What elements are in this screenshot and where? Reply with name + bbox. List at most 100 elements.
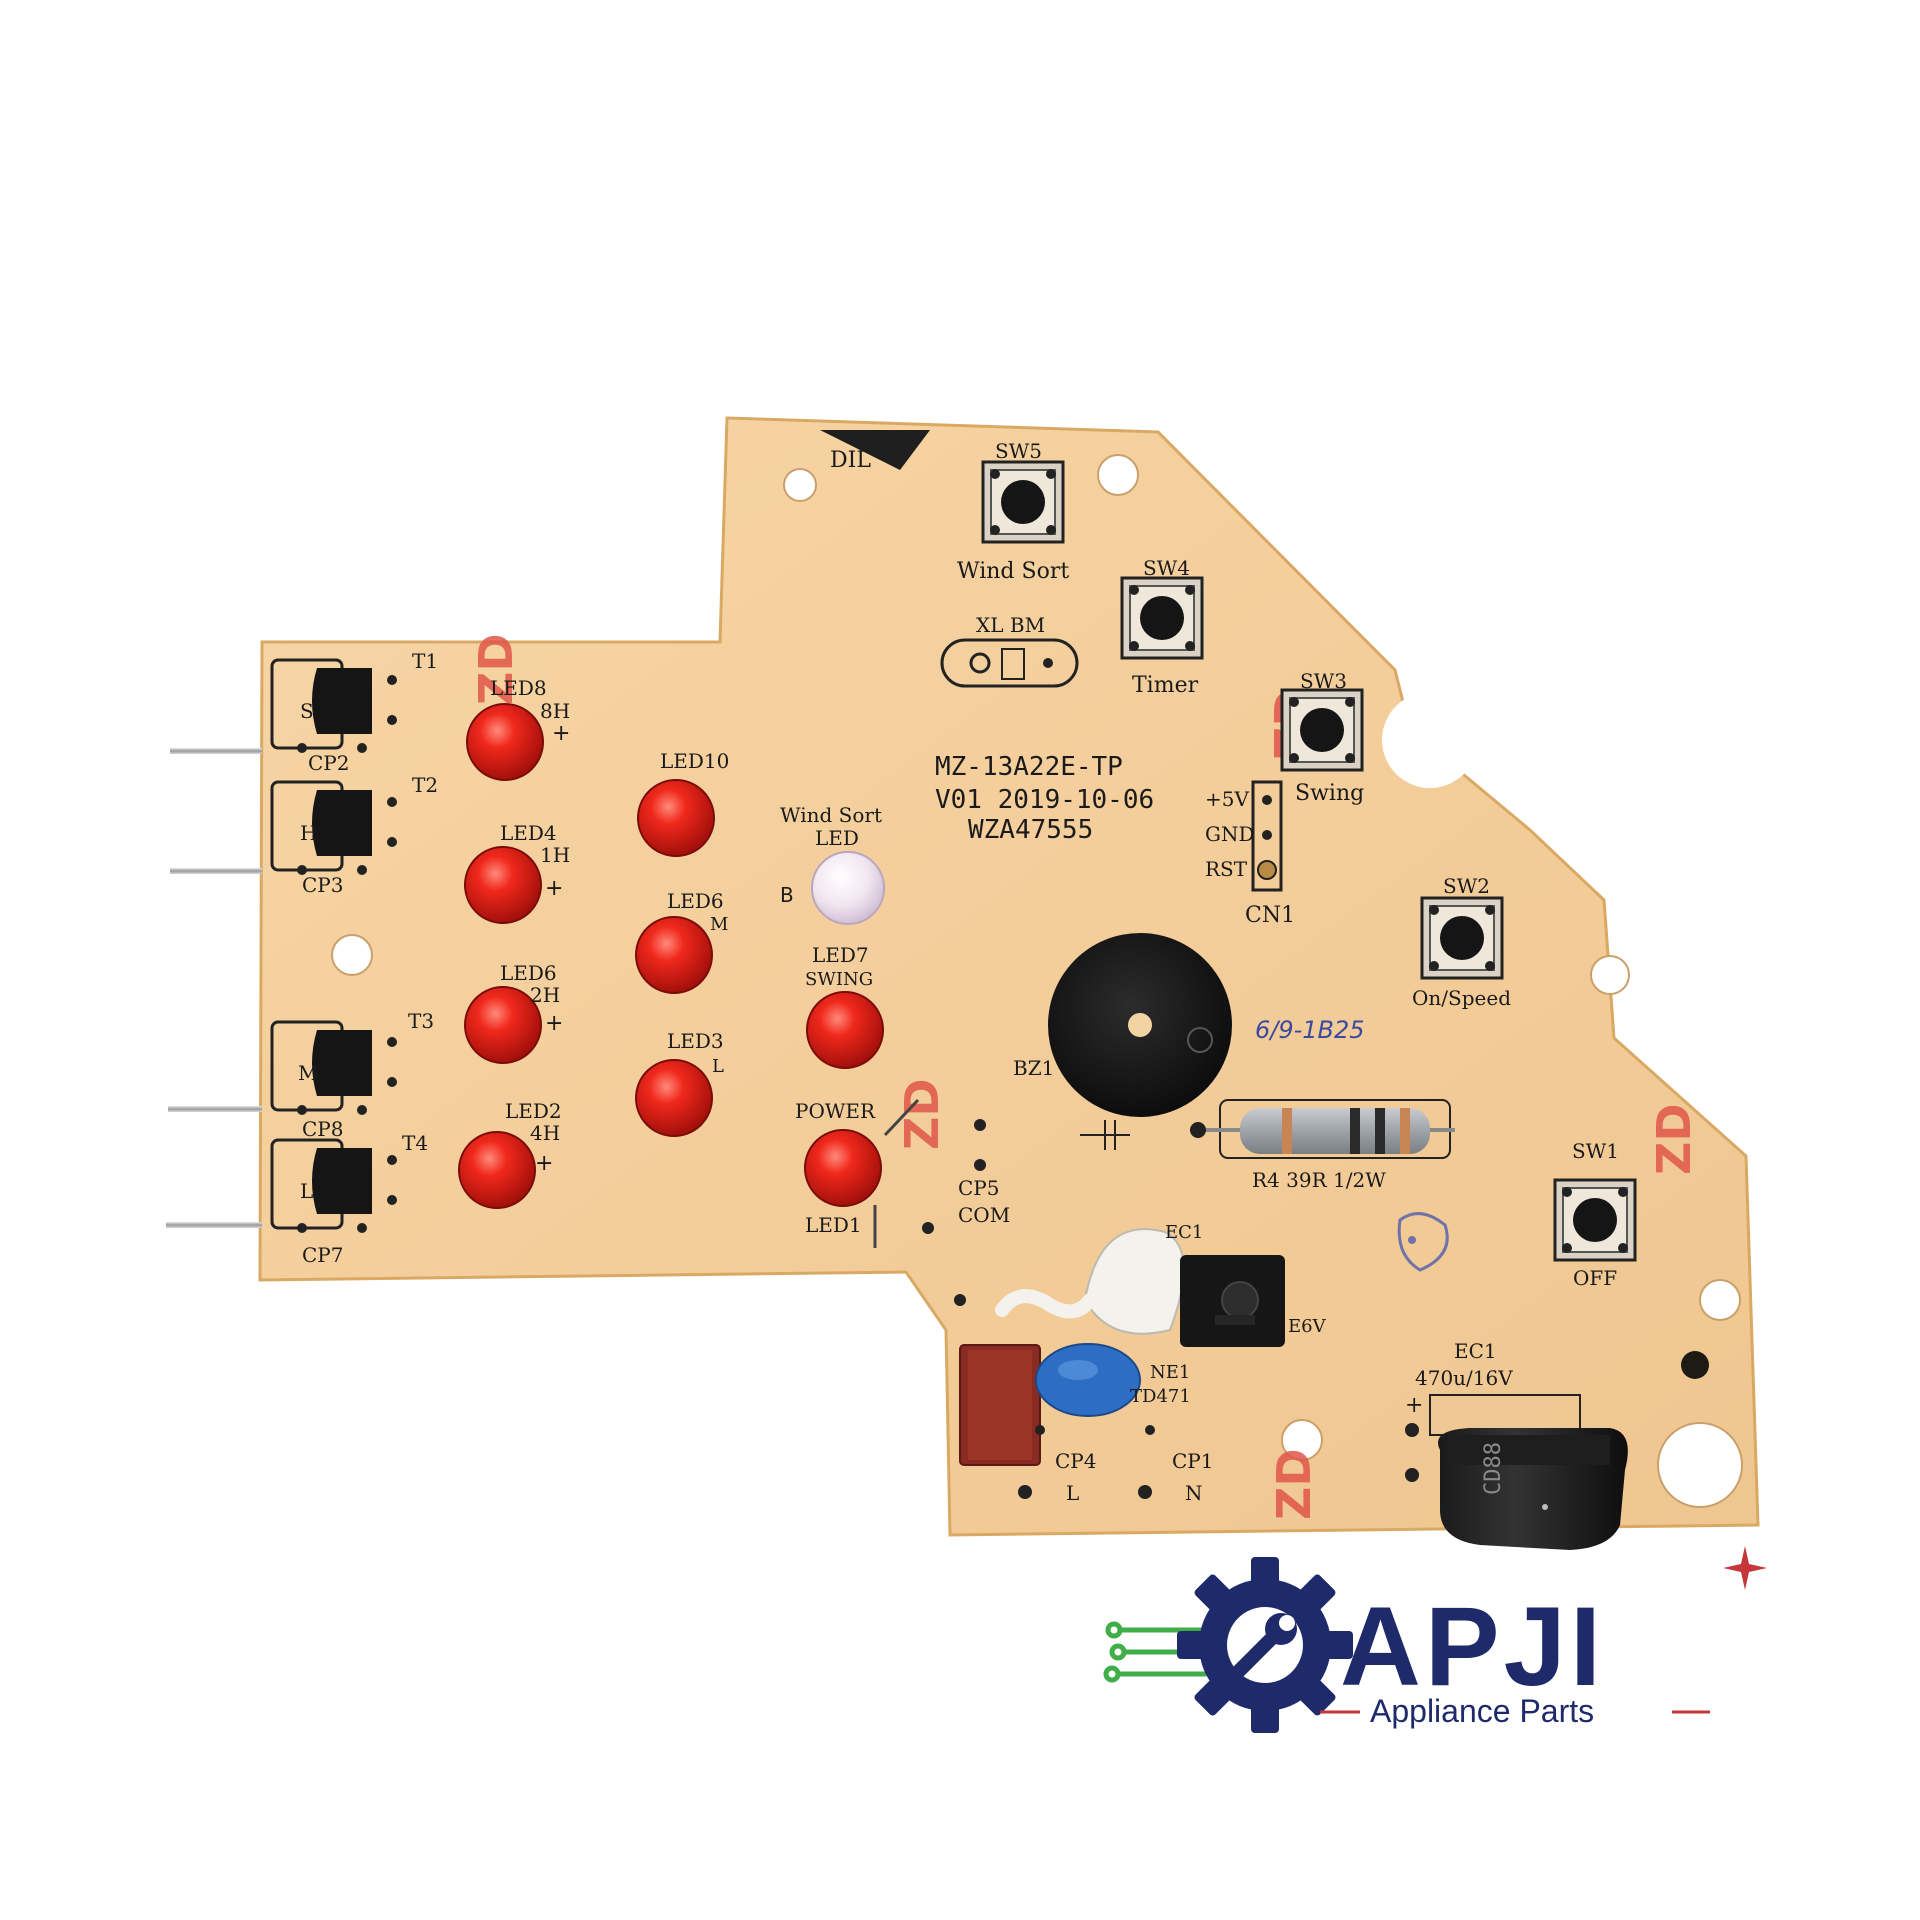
svg-text:OFF: OFF	[1573, 1266, 1617, 1290]
svg-text:470u/16V: 470u/16V	[1415, 1366, 1513, 1390]
triac-t1: S	[270, 658, 397, 753]
switch-wind-sort[interactable]	[981, 460, 1065, 544]
svg-text:SW3: SW3	[1300, 669, 1347, 693]
led-labels: LED8 8H LED4 1H LED6 2H LED2 4H LED10 LE…	[490, 676, 882, 1237]
red-leds	[458, 703, 884, 1209]
jumper-xl-bm: XL BM	[940, 613, 1079, 688]
svg-text:+: +	[535, 1151, 553, 1176]
svg-text:+: +	[545, 1011, 563, 1036]
svg-text:CP3: CP3	[302, 873, 343, 897]
corner-mark: DIL	[830, 448, 871, 473]
svg-text:LED8: LED8	[490, 676, 547, 700]
svg-text:2H: 2H	[530, 983, 560, 1007]
svg-text:T2: T2	[412, 773, 438, 797]
svg-text:ZD: ZD	[1267, 1448, 1321, 1520]
svg-text:SW1: SW1	[1572, 1139, 1619, 1163]
svg-text:RST: RST	[1205, 857, 1248, 881]
switch-timer[interactable]	[1120, 576, 1204, 660]
svg-text:CN1: CN1	[1245, 903, 1295, 928]
svg-text:R4 39R 1/2W: R4 39R 1/2W	[1252, 1168, 1386, 1192]
inspection-stamp	[1397, 1212, 1449, 1272]
led-l	[635, 1059, 713, 1137]
mounting-holes	[331, 454, 1743, 1508]
led-4h	[458, 1131, 536, 1209]
circuit-traces-icon	[1103, 1621, 1218, 1683]
corner-triangle	[820, 430, 930, 470]
svg-text:EC1: EC1	[1165, 1222, 1203, 1243]
svg-text:POWER: POWER	[795, 1099, 876, 1123]
svg-text:LED4: LED4	[500, 821, 557, 845]
power-led-lead	[883, 1098, 920, 1137]
svg-text:BZ1: BZ1	[1013, 1056, 1054, 1080]
apji-logo: APJI Appliance Parts	[1103, 1546, 1767, 1733]
svg-text:M: M	[298, 1061, 318, 1085]
svg-text:On/Speed: On/Speed	[1412, 986, 1511, 1010]
input-components: NE1 TD471	[954, 1289, 1191, 1466]
switch-labels: SW5 Wind Sort SW4 Timer SW3 Swing SW2 On…	[957, 439, 1619, 1290]
svg-text:LED6: LED6	[500, 961, 557, 985]
svg-text:CP5: CP5	[958, 1176, 999, 1200]
switch-on-speed[interactable]	[1420, 896, 1504, 980]
svg-text:CP2: CP2	[308, 751, 349, 775]
svg-text:GND: GND	[1205, 822, 1255, 846]
terminal-cp5: CP5 COM	[922, 1119, 1010, 1234]
svg-text:T4: T4	[402, 1131, 428, 1155]
svg-text:S: S	[300, 699, 314, 723]
board-serial: WZA47555	[968, 815, 1093, 845]
led-m	[635, 916, 713, 994]
svg-text:CP8: CP8	[302, 1117, 343, 1141]
tact-switches[interactable]	[981, 460, 1637, 1262]
led-10	[637, 779, 715, 857]
resistor-r4: R4 39R 1/2W	[1190, 1099, 1455, 1192]
svg-text:L: L	[300, 1179, 313, 1203]
svg-text:Timer: Timer	[1132, 673, 1199, 698]
svg-text:T1: T1	[412, 649, 438, 673]
svg-text:+: +	[545, 876, 563, 901]
pcb-board	[258, 416, 1760, 1537]
led-2h	[464, 986, 542, 1064]
switch-off[interactable]	[1553, 1178, 1637, 1262]
triac-t2: H	[270, 780, 397, 875]
svg-text:Swing: Swing	[1295, 781, 1364, 806]
svg-text:Wind Sort: Wind Sort	[780, 803, 882, 827]
svg-text:ZD: ZD	[1647, 1103, 1701, 1175]
switch-swing[interactable]	[1280, 688, 1364, 772]
svg-text:ZD: ZD	[469, 633, 523, 705]
svg-text:SW4: SW4	[1143, 556, 1190, 580]
svg-text:SW5: SW5	[995, 439, 1042, 463]
svg-text:COM: COM	[958, 1203, 1010, 1227]
svg-text:CP7: CP7	[302, 1243, 343, 1267]
svg-text:LED7: LED7	[812, 943, 869, 967]
svg-text:CP4: CP4	[1055, 1449, 1096, 1473]
ir-receiver: EC1 E6V	[1083, 1222, 1327, 1347]
svg-text:XL BM: XL BM	[976, 613, 1045, 637]
svg-text:+: +	[1405, 1393, 1423, 1418]
led-wind-sort	[811, 851, 885, 925]
svg-text:SWING: SWING	[805, 969, 873, 990]
svg-text:8H: 8H	[540, 699, 570, 723]
svg-text:LED2: LED2	[505, 1099, 562, 1123]
svg-text:1H: 1H	[540, 843, 570, 867]
board-model: MZ-13A22E-TP	[935, 752, 1123, 782]
svg-text:+: +	[552, 721, 570, 746]
svg-text:N: N	[1185, 1481, 1203, 1505]
gear-wrench-icon	[1177, 1557, 1353, 1733]
svg-text:CD88: CD88	[1481, 1442, 1506, 1495]
svg-text:LED1: LED1	[805, 1213, 862, 1237]
svg-text:TD471: TD471	[1130, 1386, 1191, 1407]
svg-text:B: B	[780, 883, 794, 907]
triacs: S H M L T1 CP2 T2 CP3 T3 CP8 T4	[166, 649, 438, 1267]
power-terminals: CP4 L CP1 N	[1018, 1425, 1213, 1505]
svg-text:L: L	[712, 1056, 724, 1077]
board-version: V01 2019-10-06	[935, 785, 1154, 815]
led-1h	[464, 846, 542, 924]
svg-text:EC1: EC1	[1454, 1339, 1497, 1363]
svg-text:L: L	[1066, 1481, 1079, 1505]
triac-t4: L	[270, 1138, 397, 1233]
svg-text:M: M	[710, 914, 728, 935]
svg-text:T3: T3	[408, 1009, 434, 1033]
edge-notch	[1382, 692, 1478, 788]
svg-text:LED: LED	[815, 826, 859, 850]
svg-text:E6V: E6V	[1288, 1316, 1327, 1337]
